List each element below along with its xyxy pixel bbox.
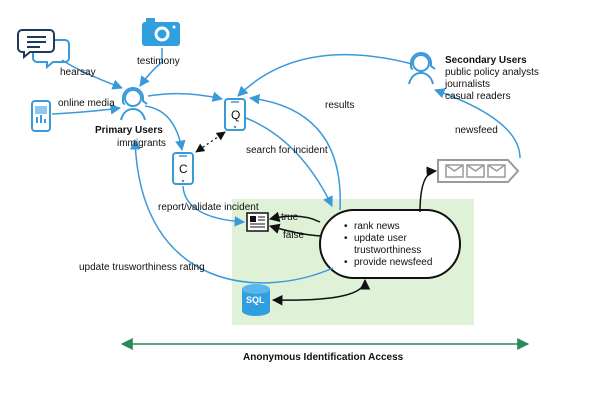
primary-user-icon [120, 87, 148, 121]
query-device[interactable] [224, 98, 246, 131]
results-edge [248, 93, 341, 211]
report-edge [182, 185, 246, 227]
secondary-users-roles: public policy analysts journalists casua… [445, 67, 539, 103]
server-task-list: rank news update user trustworthiness pr… [334, 221, 432, 269]
search-label: search for incident [246, 145, 328, 156]
secondary-users-title: Secondary Users [445, 55, 527, 66]
server-db-edge [271, 278, 371, 306]
testimony-label: testimony [137, 56, 180, 67]
server-task: provide newsfeed [344, 257, 432, 269]
chat-bubble-icon [17, 29, 70, 70]
hearsay-edge [61, 59, 123, 90]
report-label: report/validate incident [158, 202, 259, 213]
online-media-edge [51, 104, 122, 115]
testimony-edge [139, 48, 163, 87]
server-task: update user [344, 233, 432, 245]
newspaper-icon [246, 212, 269, 232]
contribute-device[interactable] [172, 152, 194, 185]
database-icon [242, 284, 270, 316]
update-rating-edge [130, 138, 334, 284]
query-device-label: Q [231, 108, 241, 122]
q-c-link [195, 131, 226, 153]
newsfeed-to-secondary-edge [434, 88, 521, 159]
access-label: Anonymous Identification Access [243, 352, 404, 363]
contribute-device-label: C [179, 162, 188, 176]
primary-users-title: Primary Users [95, 125, 163, 136]
server-to-newsfeed-edge [419, 166, 438, 213]
primary-users-subtitle: immigrants [117, 138, 166, 149]
search-edge [245, 117, 333, 207]
false-label: false [283, 230, 305, 241]
role-item: public policy analysts [445, 67, 539, 78]
online-media-label: online media [58, 98, 115, 109]
false-edge [268, 223, 323, 237]
true-edge [268, 211, 321, 223]
update-rating-label: update trusworthiness rating [79, 262, 205, 273]
server-task: trustworthiness [354, 245, 422, 256]
newsfeed-label: newsfeed [455, 125, 498, 136]
camera-icon [142, 18, 180, 46]
role-item: journalists [445, 79, 491, 90]
true-label: true [281, 212, 299, 223]
user-to-query-edge [147, 91, 224, 102]
newsfeed-icon [437, 159, 520, 183]
user-to-contribute-edge [144, 105, 186, 152]
secondary-user-icon [408, 52, 436, 85]
server-task: rank news [344, 221, 432, 233]
tablet-icon [31, 100, 51, 132]
database-label: SQL [246, 295, 265, 305]
hearsay-label: hearsay [60, 67, 96, 78]
results-label: results [325, 100, 355, 111]
secondary-to-query-edge [237, 54, 413, 97]
role-item: casual readers [445, 91, 511, 102]
